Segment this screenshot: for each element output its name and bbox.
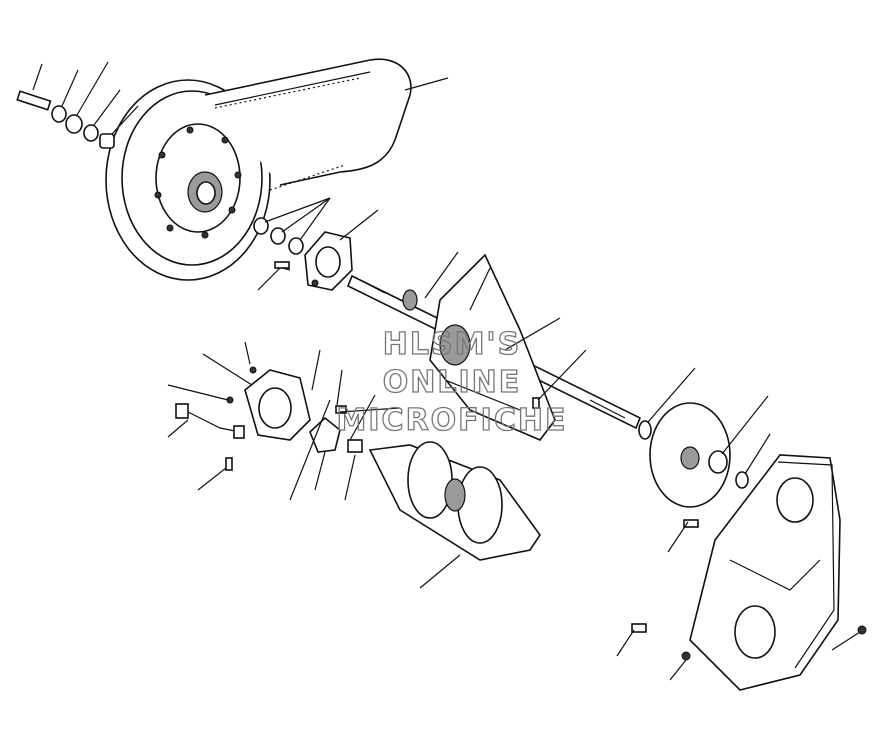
bearing-plate xyxy=(274,231,353,291)
sprocket-disc xyxy=(649,402,731,508)
drive-clutch xyxy=(105,79,271,281)
o-ring xyxy=(638,420,652,440)
leader-lines xyxy=(32,61,861,681)
bearing-housing xyxy=(226,366,311,441)
drive-belt xyxy=(204,58,412,191)
roll-pin xyxy=(532,397,540,409)
gasket xyxy=(309,416,341,453)
clutch-bolt-stack xyxy=(16,90,115,149)
snap-ring xyxy=(735,471,749,489)
watermark-line-3: MICROFICHE xyxy=(337,403,568,438)
watermark-line-1: HLSM'S xyxy=(383,327,521,362)
jackshaft-gear-assembly xyxy=(335,405,541,561)
bearing xyxy=(708,450,728,474)
shaft-bracket xyxy=(429,253,556,441)
chaincase-cover xyxy=(631,454,867,691)
watermark: HLSM'S ONLINE MICROFICHE xyxy=(336,326,568,438)
washers xyxy=(253,217,304,255)
speed-sensor xyxy=(175,403,245,471)
watermark-line-2: ONLINE xyxy=(383,365,522,400)
